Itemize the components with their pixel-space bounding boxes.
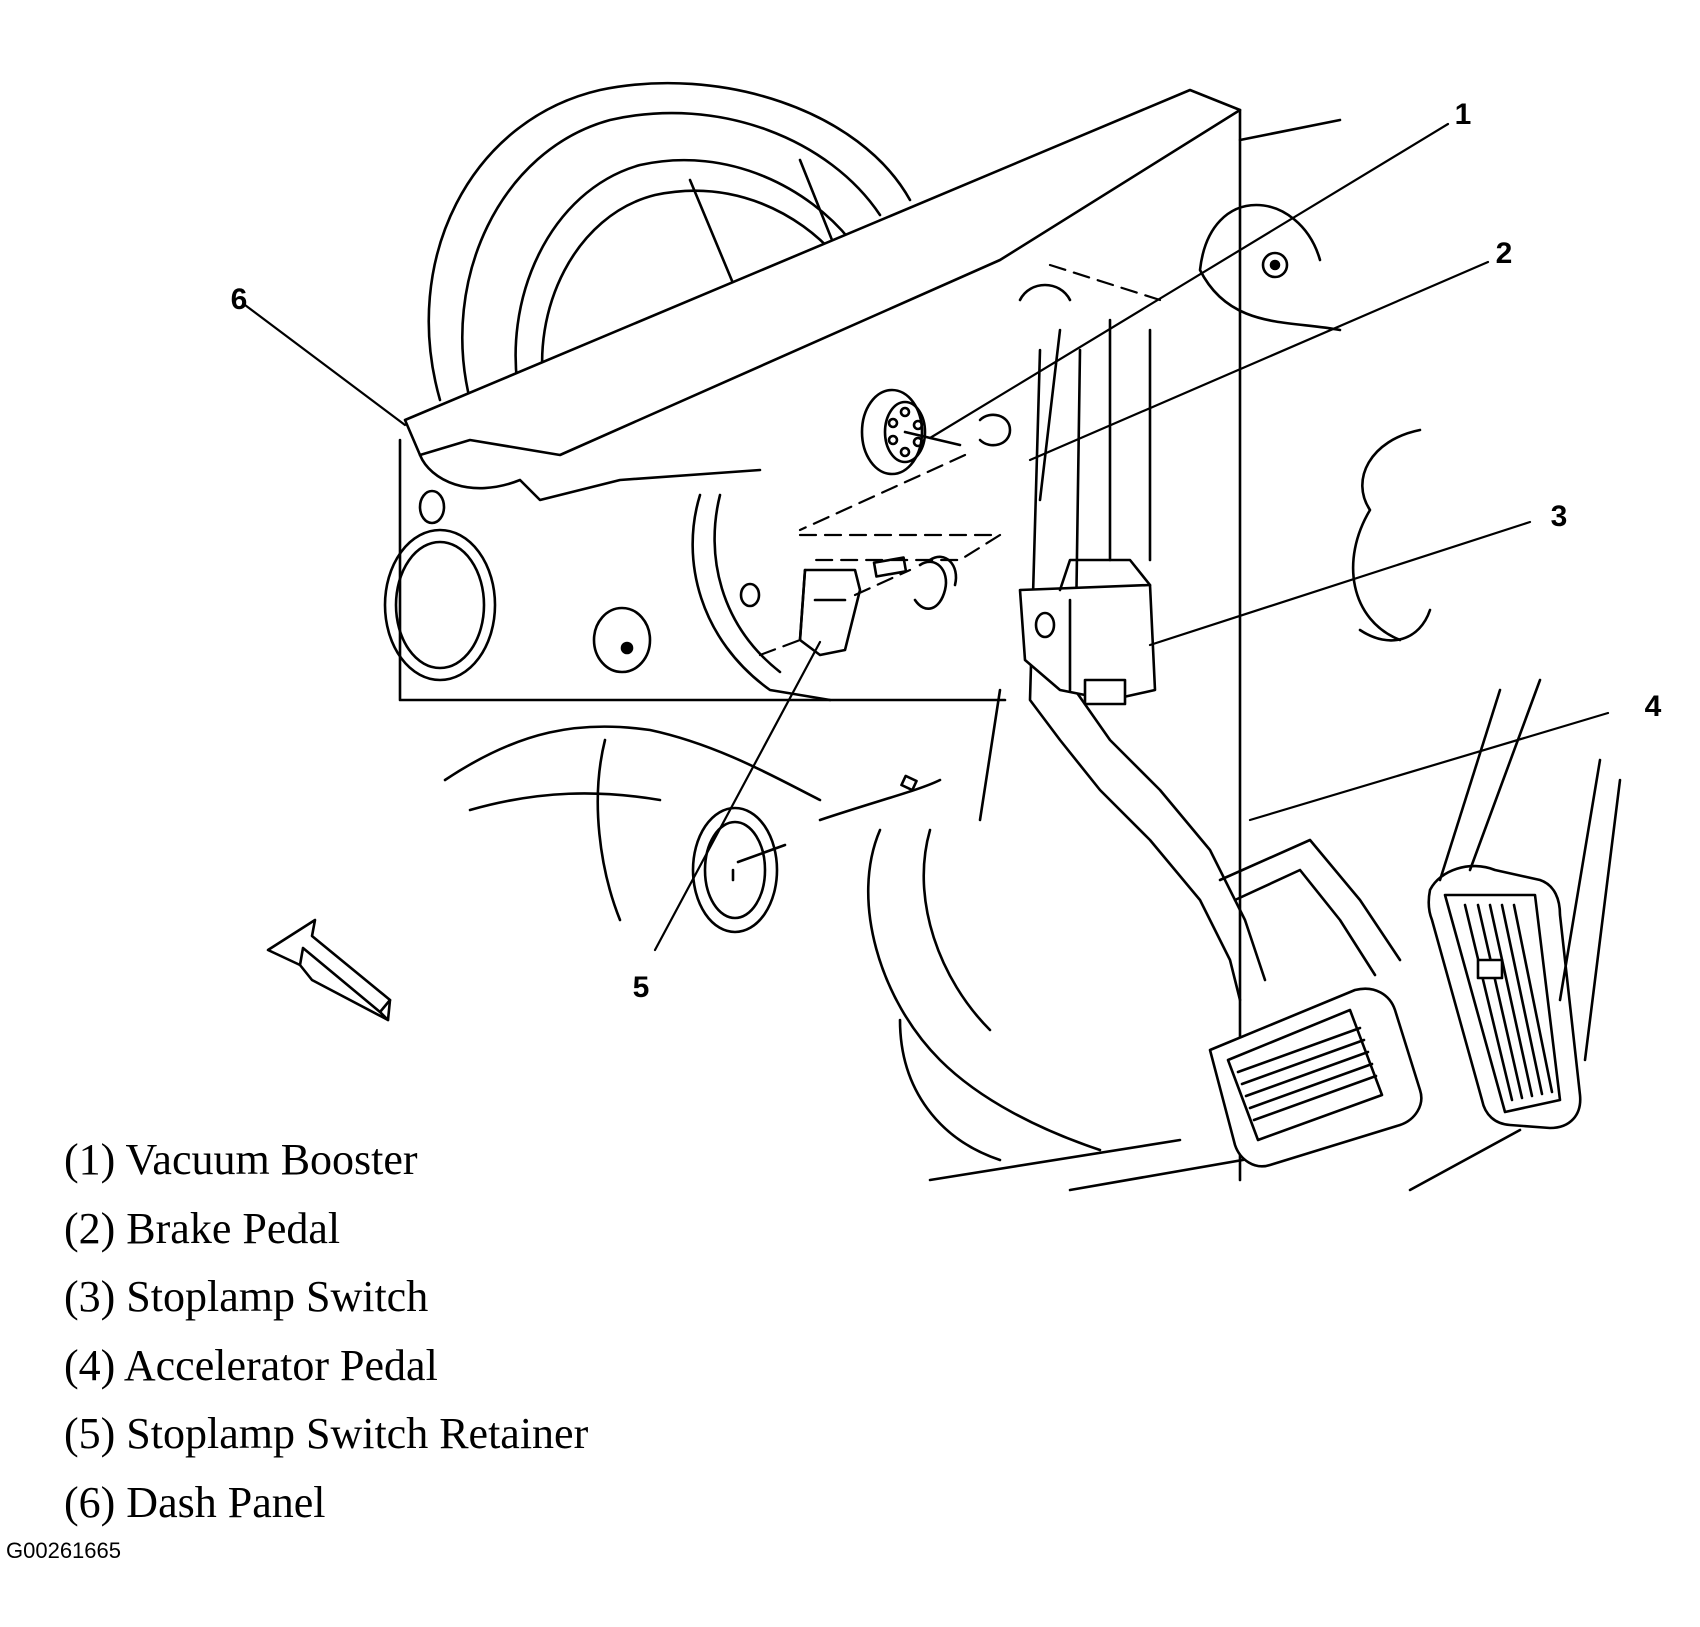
- callout-1: 1: [1454, 98, 1472, 131]
- stoplamp-retainer-drawing: [798, 555, 958, 657]
- legend-item-accelerator-pedal: (4) Accelerator Pedal: [64, 1340, 438, 1390]
- vacuum-booster-drum: [427, 81, 912, 402]
- callout-6: 6: [230, 283, 248, 316]
- vacuum-booster-flange: [860, 388, 1012, 476]
- callout-4: 4: [1644, 690, 1662, 723]
- callout-3: 3: [1550, 500, 1568, 533]
- legend-item-brake-pedal: (2) Brake Pedal: [64, 1203, 341, 1253]
- floor-panel: [443, 688, 1522, 1192]
- parts-legend: (1) Vacuum Booster (2) Brake Pedal (3) S…: [64, 1126, 588, 1537]
- callout-5: 5: [632, 971, 650, 1004]
- dash-panel: [383, 88, 1432, 1182]
- legend-item-stoplamp-switch: (3) Stoplamp Switch: [64, 1272, 429, 1321]
- accelerator-pedal-drawing: [1427, 678, 1622, 1130]
- installation-guide-lines: [758, 263, 1162, 657]
- brake-pedal-drawing: [1018, 283, 1423, 1168]
- callout-2: 2: [1495, 237, 1513, 270]
- figure-id: G00261665: [6, 1538, 121, 1563]
- direction-arrow-icon: [266, 918, 392, 1022]
- callout-leaders: [243, 122, 1610, 952]
- legend-item-stoplamp-switch-retainer: (5) Stoplamp Switch Retainer: [64, 1409, 589, 1458]
- legend-item-vacuum-booster: (1) Vacuum Booster: [64, 1135, 418, 1184]
- stoplamp-switch-drawing: [1018, 558, 1157, 706]
- legend-item-dash-panel: (6) Dash Panel: [64, 1477, 326, 1527]
